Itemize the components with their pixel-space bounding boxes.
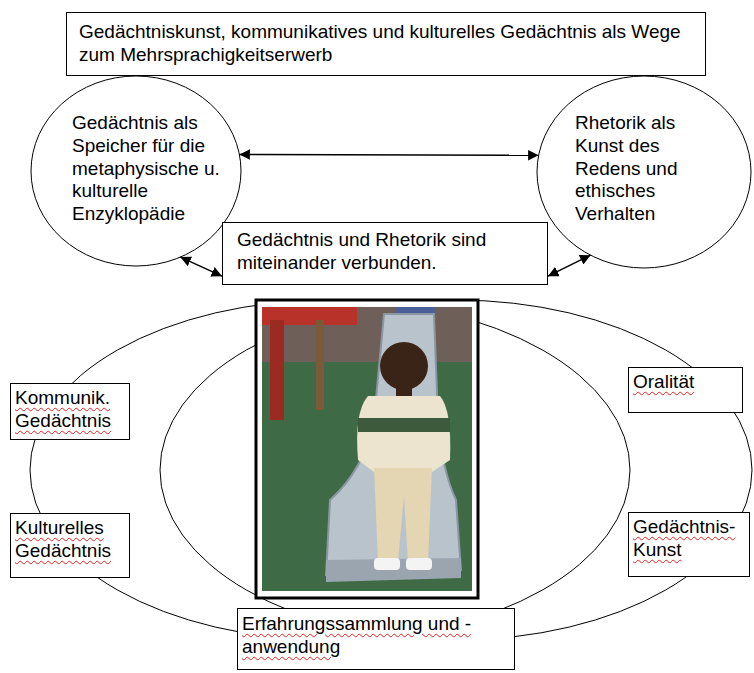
text-run: Gedächtnis als Speicher für die metaphys… bbox=[72, 112, 220, 224]
node-text: Kulturelles Gedächtnis bbox=[15, 517, 125, 563]
photo-child-pants bbox=[374, 468, 432, 562]
photo-floor bbox=[262, 307, 472, 591]
node-text: Gedächtnis-Kunst bbox=[633, 516, 745, 562]
photo-child-shoe-left bbox=[374, 558, 400, 570]
photo-wall bbox=[262, 307, 472, 362]
text-run: Rhetorik als Kunst des Redens und ethisc… bbox=[575, 112, 677, 224]
photo-frame bbox=[256, 300, 478, 598]
photo-sweater-band bbox=[358, 418, 450, 432]
title-box: Gedächtniskunst, kommunikatives und kult… bbox=[66, 12, 706, 76]
photo-slide-lip bbox=[326, 558, 461, 582]
node-text: Kommunik. Gedächtnis bbox=[15, 387, 125, 433]
node-text: Gedächtnis und Rhetorik sind miteinander… bbox=[237, 229, 533, 275]
text-run: Erfahrungssammlung und -anwendung bbox=[242, 613, 471, 657]
outer-ellipse-left bbox=[30, 300, 630, 640]
text-run: Kommunik. Gedächtnis bbox=[15, 387, 111, 431]
outer-ellipse-right bbox=[160, 300, 752, 640]
rhetoric-circle: Rhetorik als Kunst des Redens und ethisc… bbox=[536, 75, 752, 269]
photo-child-neck bbox=[396, 386, 412, 396]
concept-box: Kulturelles Gedächtnis bbox=[10, 513, 130, 578]
node-text: Gedächtnis als Speicher für die metaphys… bbox=[72, 112, 222, 226]
circle-shape bbox=[537, 76, 751, 268]
photo-wood-post bbox=[316, 320, 324, 410]
circle-shape bbox=[31, 76, 241, 266]
experience-box: Erfahrungssammlung und -anwendung bbox=[237, 608, 515, 670]
double-arrow bbox=[239, 154, 538, 156]
node-text: Erfahrungssammlung und -anwendung bbox=[242, 613, 510, 659]
photo-child-shoe-right bbox=[406, 558, 432, 570]
photo-child-head bbox=[380, 342, 428, 390]
photo bbox=[256, 300, 478, 598]
photo-red-post bbox=[270, 320, 284, 420]
text-run: Kulturelles Gedächtnis bbox=[15, 517, 111, 561]
text-run: Gedächtnis und Rhetorik sind miteinander… bbox=[237, 229, 486, 273]
double-arrow bbox=[180, 257, 222, 276]
concept-box: Gedächtnis-Kunst bbox=[628, 512, 750, 577]
text-run: Gedächtnis-Kunst bbox=[633, 516, 735, 560]
node-text: Rhetorik als Kunst des Redens und ethisc… bbox=[575, 112, 705, 226]
memory-circle: Gedächtnis als Speicher für die metaphys… bbox=[30, 75, 242, 267]
photo-child-sweater bbox=[357, 396, 450, 472]
concept-box: Kommunik. Gedächtnis bbox=[10, 383, 130, 440]
double-arrow bbox=[548, 255, 591, 276]
photo-slide bbox=[326, 314, 461, 575]
node-text: Oralität bbox=[633, 371, 738, 394]
diagram-title: Gedächtniskunst, kommunikatives und kult… bbox=[79, 21, 693, 67]
concept-box: Oralität bbox=[628, 367, 743, 413]
link-box: Gedächtnis und Rhetorik sind miteinander… bbox=[222, 222, 548, 285]
text-run: Oralität bbox=[633, 371, 694, 392]
